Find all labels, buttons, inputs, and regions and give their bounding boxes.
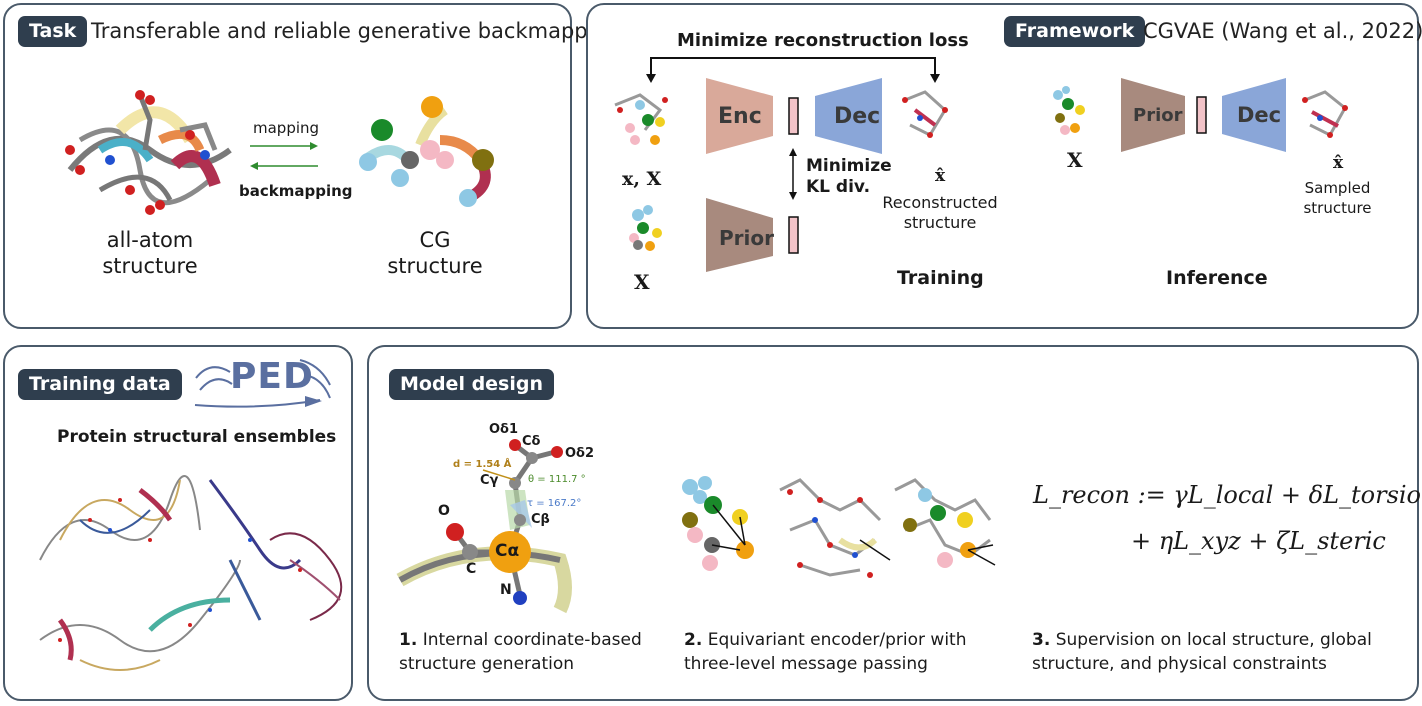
atom-od2-label: Oδ2: [565, 446, 595, 461]
atom-cg-label: Cγ: [480, 473, 499, 488]
input-xX-label: x, X: [622, 168, 662, 190]
atom-od1-label: Oδ1: [489, 422, 519, 437]
caption-2: 2. Equivariant encoder/prior with three-…: [684, 630, 967, 674]
training-data-subtitle: Protein structural ensembles: [57, 427, 337, 447]
prior-label: Prior: [719, 226, 774, 250]
enc-label: Enc: [718, 104, 762, 129]
caption-1: 1. Internal coordinate-based structure g…: [399, 630, 642, 674]
ped-logo-text: PED: [230, 356, 314, 397]
task-tag: Task: [18, 16, 88, 47]
bond-angle-label: θ = 111.7 °: [528, 474, 586, 485]
bond-length-label: d = 1.54 Å: [453, 459, 512, 470]
inference-prior-label: Prior: [1133, 105, 1183, 126]
task-panel: [3, 3, 572, 329]
atom-cb-label: Cβ: [531, 512, 550, 527]
backmapping-label: backmapping: [239, 182, 353, 200]
allatom-label: all-atom structure: [102, 228, 198, 278]
sampled-structure-label: Sampled structure: [1303, 179, 1372, 217]
inference-label: Inference: [1166, 267, 1268, 289]
atom-cd-label: Cδ: [522, 434, 541, 449]
prior-input-X-label: X: [634, 270, 650, 294]
mapping-label: mapping: [253, 119, 320, 137]
inference-xhat-label: x̂: [1333, 153, 1344, 173]
model-design-panel: [367, 345, 1419, 701]
caption-3: 3. Supervision on local structure, globa…: [1032, 630, 1372, 674]
recon-xhat-label: x̂: [935, 166, 946, 186]
min-recon-label: Minimize reconstruction loss: [677, 30, 969, 51]
atom-ca-label: Cα: [495, 541, 520, 561]
atom-o-label: O: [438, 503, 450, 519]
training-label: Training: [897, 267, 984, 289]
dec-label: Dec: [834, 104, 881, 129]
framework-panel: [586, 3, 1419, 329]
atom-n-label: N: [500, 582, 512, 598]
framework-title: CGVAE (Wang et al., 2022): [1143, 19, 1422, 43]
loss-equation-line1: L_recon := γL_local + δL_torsion: [1033, 481, 1422, 509]
training-data-tag: Training data: [18, 369, 182, 400]
torsion-label: τ = 167.2°: [527, 498, 582, 509]
task-title: Transferable and reliable generative bac…: [91, 19, 610, 43]
inference-X-label: X: [1067, 148, 1083, 172]
atom-c-label: C: [466, 561, 477, 577]
loss-equation-line2: + ηL_xyz + ζL_steric: [1131, 527, 1386, 555]
cg-label: CG structure: [387, 228, 483, 278]
framework-tag: Framework: [1004, 16, 1146, 47]
inference-dec-label: Dec: [1237, 103, 1282, 127]
min-kl-label: Minimize KL div.: [806, 156, 892, 197]
model-design-tag: Model design: [389, 369, 555, 400]
recon-structure-label: Reconstructed structure: [882, 193, 998, 232]
